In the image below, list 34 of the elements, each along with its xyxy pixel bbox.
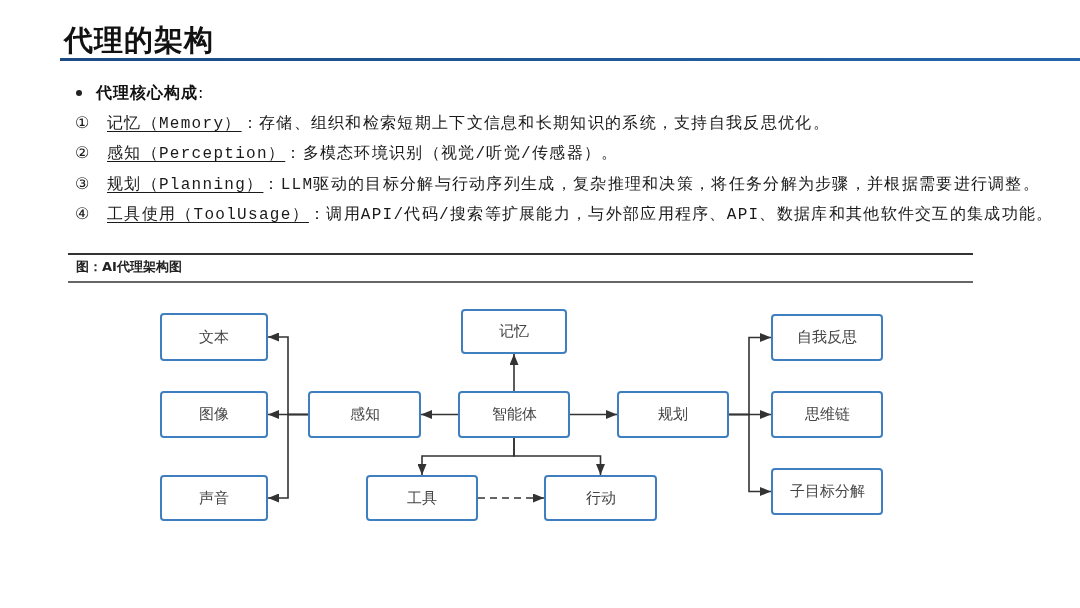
- process-box: 自我反思: [771, 314, 883, 361]
- definition-text: ：多模态环境识别（视觉/听觉/传感器）。: [285, 143, 619, 165]
- process-box: 智能体: [458, 391, 570, 438]
- arrow: [509, 353, 519, 392]
- arrow: [513, 437, 605, 476]
- process-box: 工具: [366, 475, 478, 521]
- underlined-term: 工具使用（ToolUsage）: [107, 205, 309, 226]
- list-number: ①: [75, 114, 92, 135]
- underlined-term: 规划（Planning）: [107, 175, 264, 196]
- list-number: ④: [75, 205, 92, 226]
- list-number: ③: [75, 175, 92, 196]
- process-box: 感知: [308, 391, 421, 438]
- dashed-arrow: [477, 493, 545, 503]
- process-box: 声音: [160, 475, 268, 521]
- underlined-term: 感知（Perception）: [107, 144, 286, 165]
- underlined-term: 记忆（Memory）: [107, 114, 242, 135]
- process-box: 文本: [160, 313, 268, 361]
- process-box: 图像: [160, 391, 268, 438]
- process-box: 子目标分解: [771, 468, 883, 515]
- definition-text: ：调用API/代码/搜索等扩展能力，与外部应用程序、API、数据库和其他软件交互的集成功能。: [308, 204, 1054, 226]
- process-box: 思维链: [771, 391, 883, 438]
- arrow: [267, 413, 309, 503]
- definition-text: ：存储、组织和检索短期上下文信息和长期知识的系统，支持自我反思优化。: [241, 113, 830, 135]
- figure-caption: 图：AI代理架构图: [76, 258, 182, 276]
- process-box: 记忆: [461, 309, 567, 354]
- definition-text: ：LLM驱动的目标分解与行动序列生成，复杂推理和决策，将任务分解为步骤，并根据需要进行调整。: [263, 174, 1041, 196]
- arrow: [569, 410, 618, 419]
- list-number: ②: [75, 144, 92, 165]
- arrow: [420, 410, 459, 419]
- process-box: 行动: [544, 475, 657, 521]
- page-title: 代理的架构: [64, 22, 214, 59]
- process-box: 规划: [617, 391, 729, 438]
- list-heading: 代理核心构成:: [96, 82, 205, 104]
- arrow: [728, 413, 772, 496]
